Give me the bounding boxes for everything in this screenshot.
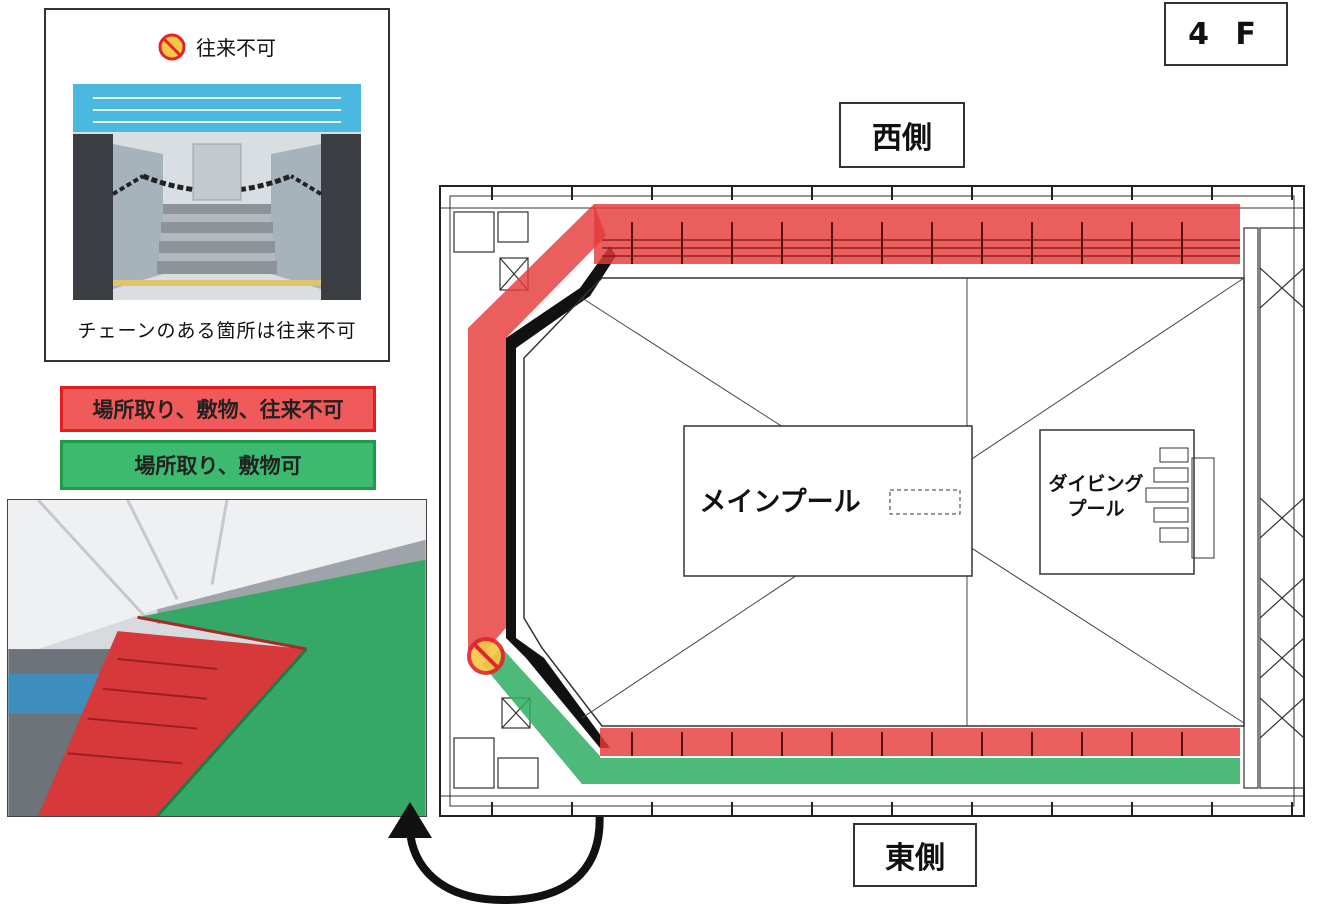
diving-pool-label: ダイビング プール <box>1040 472 1152 522</box>
allowed-zone-east <box>600 758 1240 784</box>
stairs-chain-photo <box>73 84 361 300</box>
seat-markers <box>631 222 1183 756</box>
legend-allowed: 場所取り、敷物可 <box>60 440 376 490</box>
pool-hall-outline <box>523 277 1245 727</box>
west-side-label: 西側 <box>839 102 965 168</box>
diving-pool-label-line2: プール <box>1067 498 1125 520</box>
no-entry-icon <box>158 33 186 60</box>
main-pool-inner-marker <box>889 489 961 515</box>
legend-restricted: 場所取り、敷物、往来不可 <box>60 386 376 432</box>
diving-pool-label-line1: ダイビング <box>1048 473 1144 495</box>
curved-arrow-icon <box>388 797 604 905</box>
no-entry-header: 往来不可 <box>46 32 388 61</box>
restricted-zone-west-rows <box>602 239 1240 257</box>
chain-caption: チェーンのある箇所は往来不可 <box>77 320 357 342</box>
floor-badge: 4 F <box>1164 2 1288 66</box>
main-pool-label: メインプール <box>699 487 861 518</box>
restricted-zone-east <box>600 728 1240 756</box>
no-entry-marker-icon <box>467 637 505 675</box>
legend-restricted-label: 場所取り、敷物、往来不可 <box>92 398 344 422</box>
no-entry-text: 往来不可 <box>196 36 276 60</box>
legend-allowed-label: 場所取り、敷物可 <box>134 454 302 478</box>
allowed-zone-corner <box>482 648 600 784</box>
grid-ticks <box>491 186 1293 816</box>
east-side-label: 東側 <box>853 823 977 887</box>
main-pool-outline <box>683 425 973 577</box>
floor-plan-map <box>439 185 1305 817</box>
restricted-zone-west <box>594 204 1240 264</box>
restricted-zone-south <box>468 204 606 650</box>
stairs-photo-panel: 往来不可 チェーンのある箇所は往来不可 <box>44 8 390 362</box>
seating-area-photo <box>7 499 427 817</box>
diving-platforms <box>1145 447 1215 559</box>
